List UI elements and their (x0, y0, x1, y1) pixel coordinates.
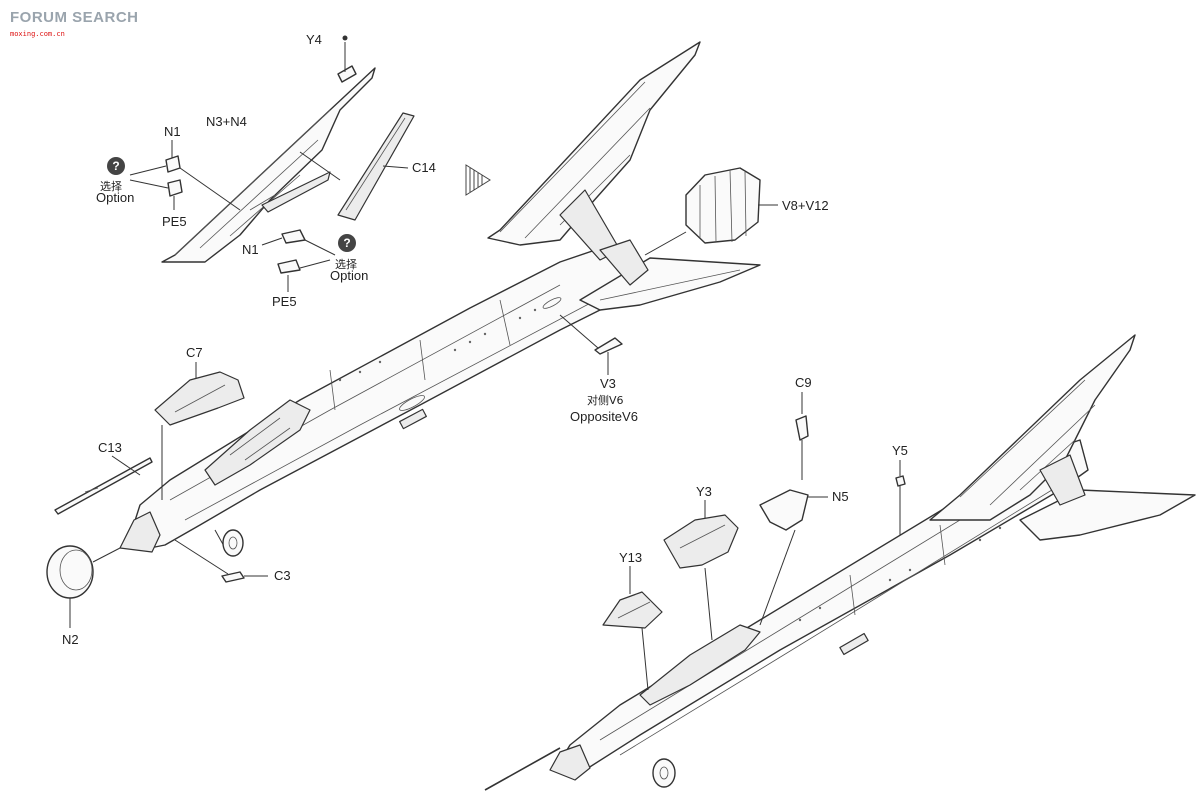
label-option-cn-mid: 选择 (335, 257, 357, 271)
cockpit (204, 399, 311, 486)
main-tail-fin (487, 41, 701, 246)
completed-vent (839, 632, 869, 656)
part-c9 (795, 415, 809, 441)
label-option-en-mid: Option (330, 268, 368, 283)
nose-cone (119, 511, 161, 553)
label-y13: Y13 (619, 550, 642, 565)
option-icon-top: ? (107, 157, 125, 175)
canopy-y3 (663, 514, 739, 569)
part-n1-mid (281, 229, 306, 244)
vent-grille (399, 408, 427, 430)
label-y5: Y5 (892, 443, 908, 458)
part-y5 (895, 475, 906, 487)
label-c3: C3 (274, 568, 291, 583)
label-option-cn-top: 选择 (100, 179, 122, 193)
label-v3: V3 (600, 376, 616, 391)
part-labels: Y4 N3+N4 N1 选择 Option PE5 C14 N1 选择 Opti… (62, 32, 908, 647)
tail-fin-n3n4 (161, 67, 376, 263)
part-n5 (759, 489, 809, 531)
label-option-en-top: Option (96, 190, 134, 205)
vertical-fin-subassembly (129, 35, 415, 292)
panel-c14 (337, 112, 415, 221)
intake-ring-n2 (46, 545, 94, 599)
main-aircraft (119, 41, 761, 557)
part-v3 (594, 337, 623, 355)
label-pe5-top: PE5 (162, 214, 187, 229)
completed-cockpit (639, 624, 761, 706)
label-v3-cn: 对侧V6 (587, 393, 624, 407)
exhaust-nozzle-v8v12 (685, 167, 761, 244)
label-y4: Y4 (306, 32, 322, 47)
label-n3n4: N3+N4 (206, 114, 247, 129)
completed-aircraft (484, 334, 1196, 791)
fin-fairing (261, 171, 331, 213)
main-exploded-parts (46, 167, 778, 628)
horizontal-stabilizer (579, 257, 761, 311)
pitot-c13 (54, 457, 153, 515)
part-c3 (221, 571, 245, 583)
label-c14: C14 (412, 160, 436, 175)
label-c9: C9 (795, 375, 812, 390)
part-n1-top (165, 155, 181, 173)
label-n2: N2 (62, 632, 79, 647)
fin-cap-y4 (337, 65, 357, 83)
watermark-url: moxing.com.cn (10, 30, 65, 38)
label-c7: C7 (186, 345, 203, 360)
label-v3-en: OppositeV6 (570, 409, 638, 424)
svg-text:?: ? (112, 159, 119, 173)
completed-exploded-parts (602, 392, 906, 691)
part-pe5-mid (277, 259, 301, 274)
exhaust-section (599, 239, 649, 286)
label-pe5-mid: PE5 (272, 294, 297, 309)
label-v8v12: V8+V12 (782, 198, 829, 213)
label-y3: Y3 (696, 484, 712, 499)
part-pe5-top (167, 179, 183, 197)
completed-nose-wheel (652, 758, 676, 788)
label-n5: N5 (832, 489, 849, 504)
windscreen-y13 (602, 591, 663, 629)
completed-nose (549, 744, 591, 781)
option-icon-mid: ? (338, 234, 356, 252)
arrow-icon (465, 164, 491, 196)
completed-exhaust (1039, 454, 1086, 506)
watermark-title: FORUM SEARCH (10, 9, 139, 26)
label-c13: C13 (98, 440, 122, 455)
label-n1-mid: N1 (242, 242, 259, 257)
nose-wheel (222, 529, 244, 557)
svg-text:?: ? (343, 236, 350, 250)
label-n1-top: N1 (164, 124, 181, 139)
